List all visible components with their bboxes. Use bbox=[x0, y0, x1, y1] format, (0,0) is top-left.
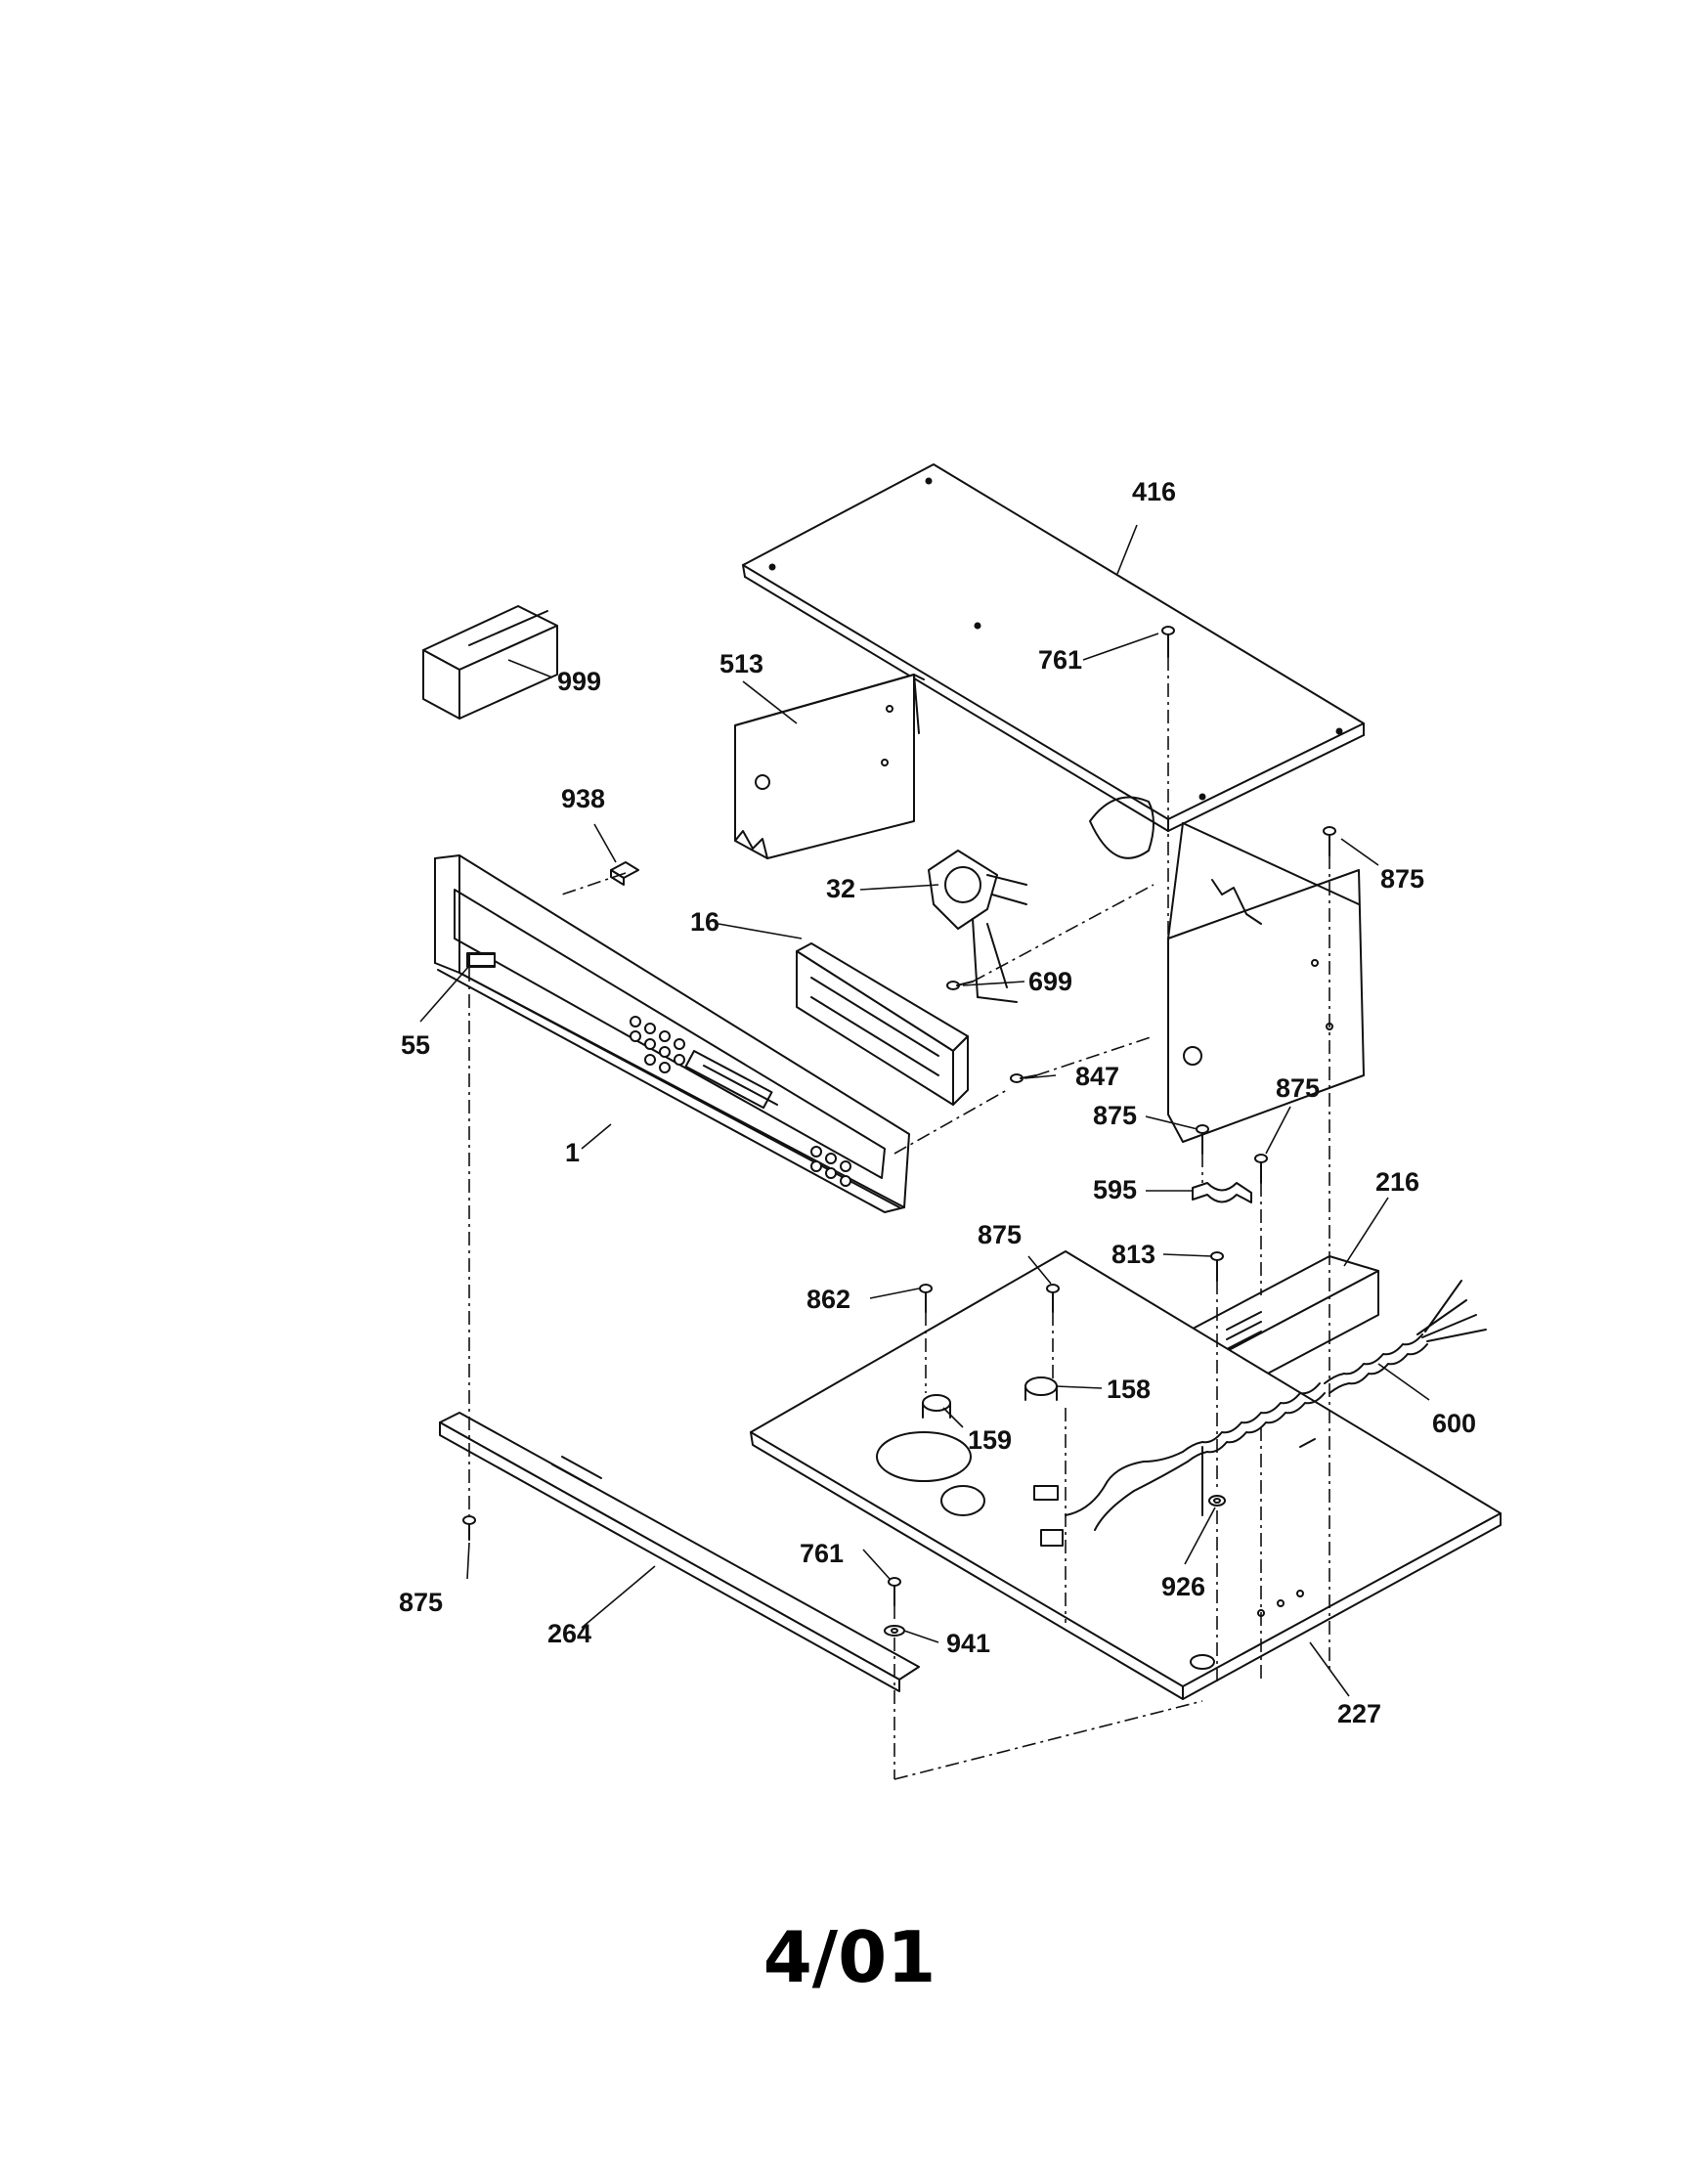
label-513: 513 bbox=[719, 649, 763, 678]
right-wrapper-panel bbox=[1089, 796, 1365, 1143]
screw-761-top bbox=[1161, 626, 1175, 658]
label-227: 227 bbox=[1337, 1699, 1381, 1728]
label-875-b: 875 bbox=[1093, 1101, 1137, 1130]
screw-813 bbox=[1210, 1251, 1224, 1282]
screw-761-bottom bbox=[888, 1577, 901, 1606]
label-761-top: 761 bbox=[1038, 645, 1082, 675]
label-938: 938 bbox=[561, 784, 605, 813]
wire-clamp bbox=[1192, 1182, 1252, 1203]
control-board bbox=[796, 942, 969, 1106]
leader-lines bbox=[419, 524, 1430, 1697]
label-875-c: 875 bbox=[1276, 1073, 1320, 1103]
label-941: 941 bbox=[946, 1629, 990, 1658]
alignment-lines bbox=[468, 657, 1330, 1780]
label-1: 1 bbox=[565, 1138, 580, 1167]
wire-harness bbox=[1033, 1280, 1487, 1547]
screw-875-c bbox=[1254, 1154, 1268, 1184]
label-761-bottom: 761 bbox=[800, 1539, 844, 1568]
bottom-panel bbox=[750, 1250, 1502, 1700]
washer-941 bbox=[884, 1625, 905, 1637]
label-216: 216 bbox=[1375, 1167, 1419, 1197]
label-999: 999 bbox=[557, 667, 601, 696]
label-875-d: 875 bbox=[978, 1220, 1022, 1249]
revision-date: 4/01 bbox=[762, 1916, 937, 1998]
label-926: 926 bbox=[1161, 1572, 1205, 1601]
front-rail bbox=[439, 1412, 920, 1692]
label-158: 158 bbox=[1107, 1375, 1151, 1404]
top-cover-panel bbox=[742, 463, 1365, 832]
screw-875-e bbox=[462, 1515, 476, 1541]
part-labels: 416 513 761 999 938 32 875 16 699 55 847… bbox=[399, 477, 1476, 1728]
screw-847 bbox=[1010, 1073, 1037, 1083]
screw-875-d bbox=[1046, 1284, 1060, 1313]
label-862: 862 bbox=[806, 1285, 850, 1314]
label-875-e: 875 bbox=[399, 1588, 443, 1617]
label-264: 264 bbox=[547, 1619, 591, 1648]
label-813: 813 bbox=[1111, 1240, 1155, 1269]
thermostat-159 bbox=[922, 1394, 951, 1419]
badge-part bbox=[468, 953, 496, 967]
screw-875-right bbox=[1323, 826, 1336, 856]
label-55: 55 bbox=[401, 1030, 430, 1060]
label-159: 159 bbox=[968, 1425, 1012, 1455]
label-600: 600 bbox=[1432, 1409, 1476, 1438]
left-wrapper-panel bbox=[734, 674, 925, 859]
screw-875-b bbox=[1196, 1124, 1209, 1155]
screw-862 bbox=[919, 1284, 933, 1313]
label-847: 847 bbox=[1075, 1062, 1119, 1091]
label-699: 699 bbox=[1028, 967, 1072, 996]
washer-926 bbox=[1208, 1495, 1226, 1507]
screw-699 bbox=[946, 981, 974, 990]
label-32: 32 bbox=[826, 874, 855, 903]
label-16: 16 bbox=[690, 907, 719, 937]
label-875-a: 875 bbox=[1380, 864, 1424, 894]
label-416: 416 bbox=[1132, 477, 1176, 506]
label-595: 595 bbox=[1093, 1175, 1137, 1204]
package-box bbox=[422, 605, 558, 720]
